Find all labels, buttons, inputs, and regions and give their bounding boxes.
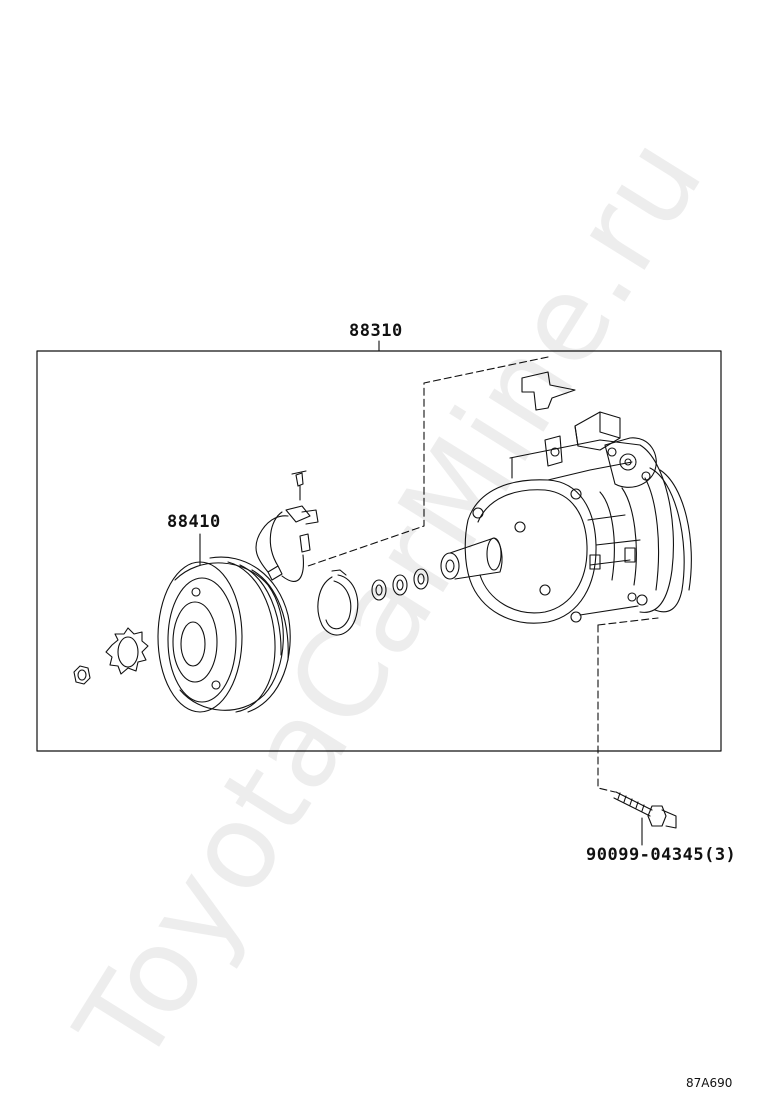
part-number-bolt: 90099-04345(3) bbox=[586, 845, 737, 865]
part-number-assembly: 88310 bbox=[349, 321, 403, 341]
compressor-body bbox=[440, 439, 692, 624]
compressor-top-fittings bbox=[521, 371, 657, 488]
magnetic-clutch bbox=[157, 511, 304, 713]
snap-ring bbox=[317, 569, 359, 636]
mounting-bolt bbox=[613, 791, 677, 846]
assembly-frame bbox=[36, 350, 722, 752]
lock-plate bbox=[105, 627, 149, 675]
clutch-connector bbox=[285, 470, 319, 553]
shaft-shims bbox=[371, 568, 429, 601]
figure-code: 87A690 bbox=[686, 1076, 733, 1090]
part-number-clutch: 88410 bbox=[167, 512, 221, 532]
dashed-alignment-lines bbox=[307, 356, 659, 793]
hex-nut bbox=[73, 665, 91, 685]
